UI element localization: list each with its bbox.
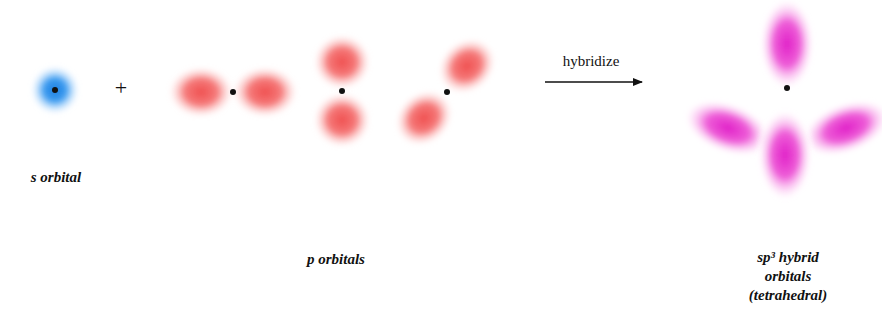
p-orbital-y: [314, 35, 370, 147]
p-orbital-x: [169, 67, 297, 117]
orbital-label: p orbitals: [276, 250, 396, 269]
plus-sign: +: [108, 74, 134, 102]
orbital-label: s orbital: [8, 168, 104, 187]
arrow-label: hybridize: [545, 52, 637, 71]
s-orbital: [31, 66, 79, 114]
p-orbital-z: [385, 28, 506, 157]
orbital-label: sp³ hybrid orbitals (tetrahedral): [736, 248, 840, 304]
sp3-orbitals: [678, 0, 882, 201]
reaction-arrow: [545, 81, 642, 83]
